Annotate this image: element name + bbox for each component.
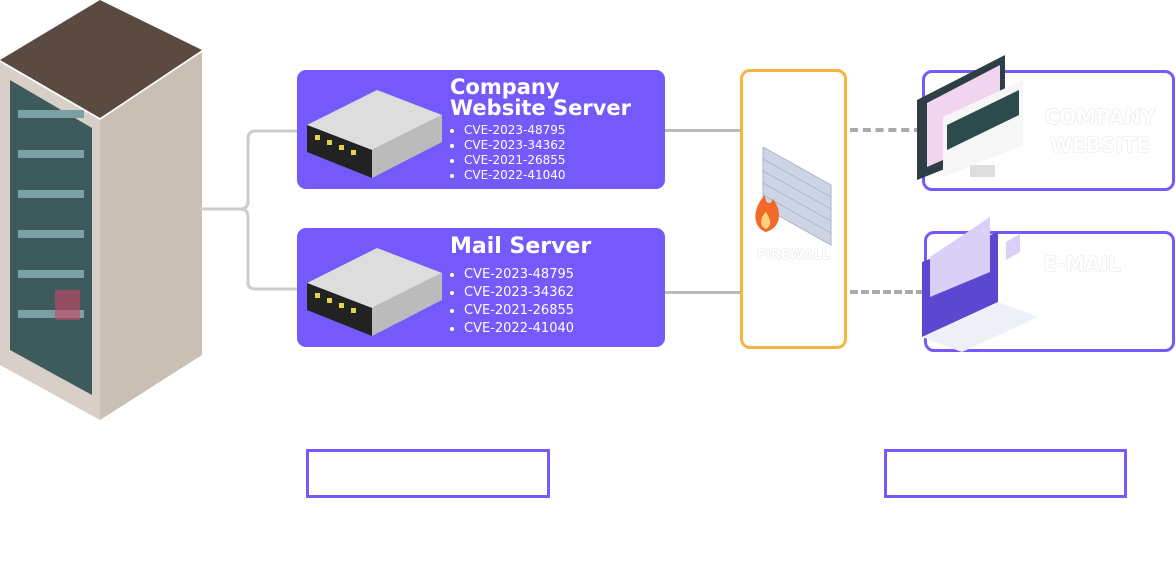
- link-line: [665, 129, 741, 132]
- cve-item: CVE-2022-41040: [464, 320, 591, 338]
- cve-item: CVE-2023-34362: [464, 284, 591, 302]
- server-title: Company: [450, 75, 560, 99]
- target-label: E-MAIL: [1043, 252, 1121, 276]
- website-server-card: Company Website Server CVE-2023-48795CVE…: [297, 70, 665, 189]
- server-title: Website Server: [450, 96, 631, 120]
- dashed-link: [850, 290, 924, 294]
- cve-item: CVE-2023-48795: [464, 266, 591, 284]
- cve-item: CVE-2022-41040: [464, 168, 631, 183]
- cve-item: CVE-2023-34362: [464, 138, 631, 153]
- empty-label-box: [306, 449, 550, 498]
- connector-lines: [200, 129, 298, 291]
- server-hardware-icon: [307, 90, 442, 178]
- target-label: COMPANY: [1044, 105, 1156, 129]
- firewall-box: FIREWALL: [740, 69, 847, 349]
- firewall-label: FIREWALL: [757, 248, 830, 263]
- empty-label-box: [884, 449, 1127, 498]
- dashed-link: [850, 128, 922, 132]
- server-hardware-icon: [307, 248, 442, 336]
- cve-item: CVE-2021-26855: [464, 302, 591, 320]
- website-monitor-icon: [917, 55, 1023, 180]
- link-line: [665, 291, 741, 294]
- cve-item: CVE-2023-48795: [464, 123, 631, 138]
- cve-item: CVE-2021-26855: [464, 153, 631, 168]
- firewall-wall-icon: [755, 147, 832, 246]
- server-rack-icon: [0, 0, 202, 420]
- server-title: Mail Server: [450, 234, 592, 259]
- target-label: WEBSITE: [1049, 133, 1151, 157]
- mail-server-card: Mail Server CVE-2023-48795CVE-2023-34362…: [297, 228, 665, 347]
- email-laptop-icon: [922, 217, 1038, 352]
